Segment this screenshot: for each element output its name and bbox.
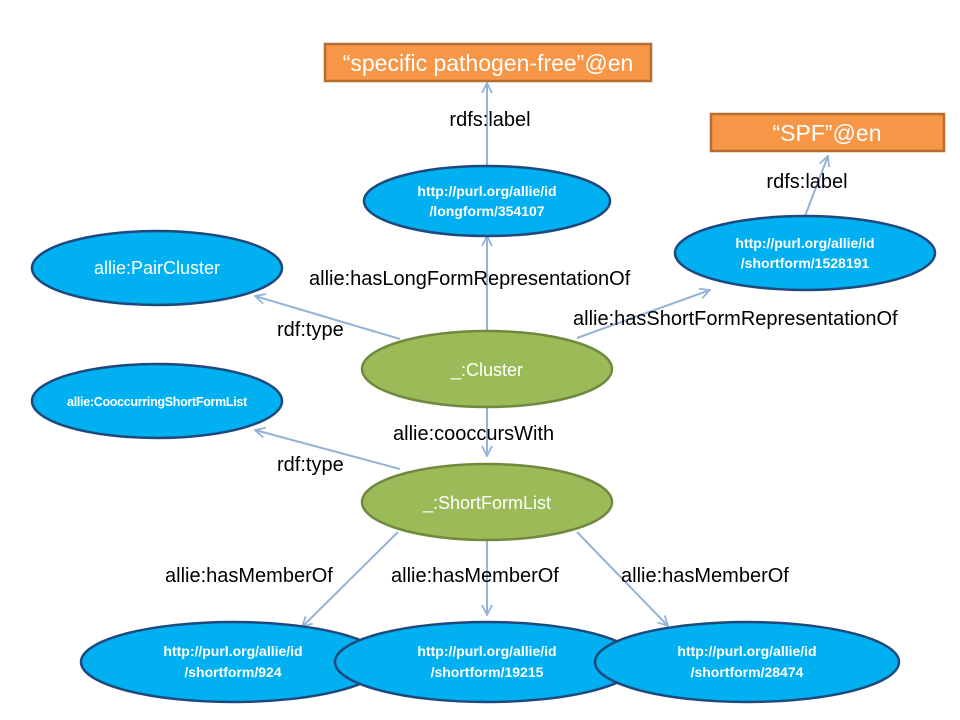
edge-has-short-form xyxy=(576,290,710,339)
node-member-2-line-2: /shortform/19215 xyxy=(431,664,544,680)
node-pair-cluster[interactable]: allie:PairCluster xyxy=(30,229,284,307)
edge-label-has-member-1: allie:hasMemberOf xyxy=(165,565,333,587)
node-member-1[interactable]: http://purl.org/allie/id /shortform/924 xyxy=(79,620,387,704)
node-member-2[interactable]: http://purl.org/allie/id /shortform/1921… xyxy=(333,620,641,704)
literal-shortform-label[interactable]: “SPF”@en xyxy=(709,112,946,153)
edge-label-longform-rdfs-label: rdfs:label xyxy=(449,109,530,131)
literal-shortform-label-text: “SPF”@en xyxy=(773,120,882,146)
node-shortform-main-line-1: http://purl.org/allie/id xyxy=(735,235,874,251)
node-pair-cluster-label: allie:PairCluster xyxy=(94,258,220,278)
node-member-1-line-1: http://purl.org/allie/id xyxy=(163,643,302,659)
edge-cluster-rdf-type xyxy=(255,296,401,340)
node-short-form-list-label: _:ShortFormList xyxy=(422,493,551,514)
node-member-3-line-1: http://purl.org/allie/id xyxy=(677,643,816,659)
edge-label-has-long-form: allie:hasLongFormRepresentationOf xyxy=(309,268,631,290)
node-member-3-line-2: /shortform/28474 xyxy=(691,664,804,680)
node-member-1-line-2: /shortform/924 xyxy=(184,664,281,680)
node-member-2-line-1: http://purl.org/allie/id xyxy=(417,643,556,659)
edge-label-has-member-3: allie:hasMemberOf xyxy=(621,565,789,587)
edge-label-has-short-form: allie:hasShortFormRepresentationOf xyxy=(573,308,898,330)
node-cluster[interactable]: _:Cluster xyxy=(360,329,614,409)
literal-longform-label-text: “specific pathogen-free”@en xyxy=(343,50,634,76)
edge-has-member-3 xyxy=(576,531,668,626)
node-longform-line-1: http://purl.org/allie/id xyxy=(417,183,556,199)
node-cluster-label: _:Cluster xyxy=(450,360,523,381)
literal-longform-label[interactable]: “specific pathogen-free”@en xyxy=(323,42,653,83)
edge-label-has-member-2: allie:hasMemberOf xyxy=(391,565,559,587)
node-longform[interactable]: http://purl.org/allie/id /longform/35410… xyxy=(362,164,612,238)
node-short-form-list[interactable]: _:ShortFormList xyxy=(360,462,614,542)
node-shortform-main-line-2: /shortform/1528191 xyxy=(741,255,870,271)
node-cooccurring-list-class[interactable]: allie:CooccurringShortFormList xyxy=(30,362,284,440)
node-longform-line-2: /longform/354107 xyxy=(429,203,544,219)
edge-label-cluster-rdf-type: rdf:type xyxy=(277,319,344,341)
node-member-3[interactable]: http://purl.org/allie/id /shortform/2847… xyxy=(593,620,901,704)
edge-label-list-rdf-type: rdf:type xyxy=(277,454,344,476)
edge-shortform-rdfs-label xyxy=(804,156,828,217)
node-shortform-main[interactable]: http://purl.org/allie/id /shortform/1528… xyxy=(673,214,937,292)
node-cooccurring-list-class-label: allie:CooccurringShortFormList xyxy=(67,395,248,409)
edge-has-member-1 xyxy=(302,531,399,627)
edge-list-rdf-type xyxy=(255,430,401,470)
edge-label-cooccurs-with: allie:cooccursWith xyxy=(393,423,554,445)
edge-label-shortform-rdfs-label: rdfs:label xyxy=(766,171,847,193)
